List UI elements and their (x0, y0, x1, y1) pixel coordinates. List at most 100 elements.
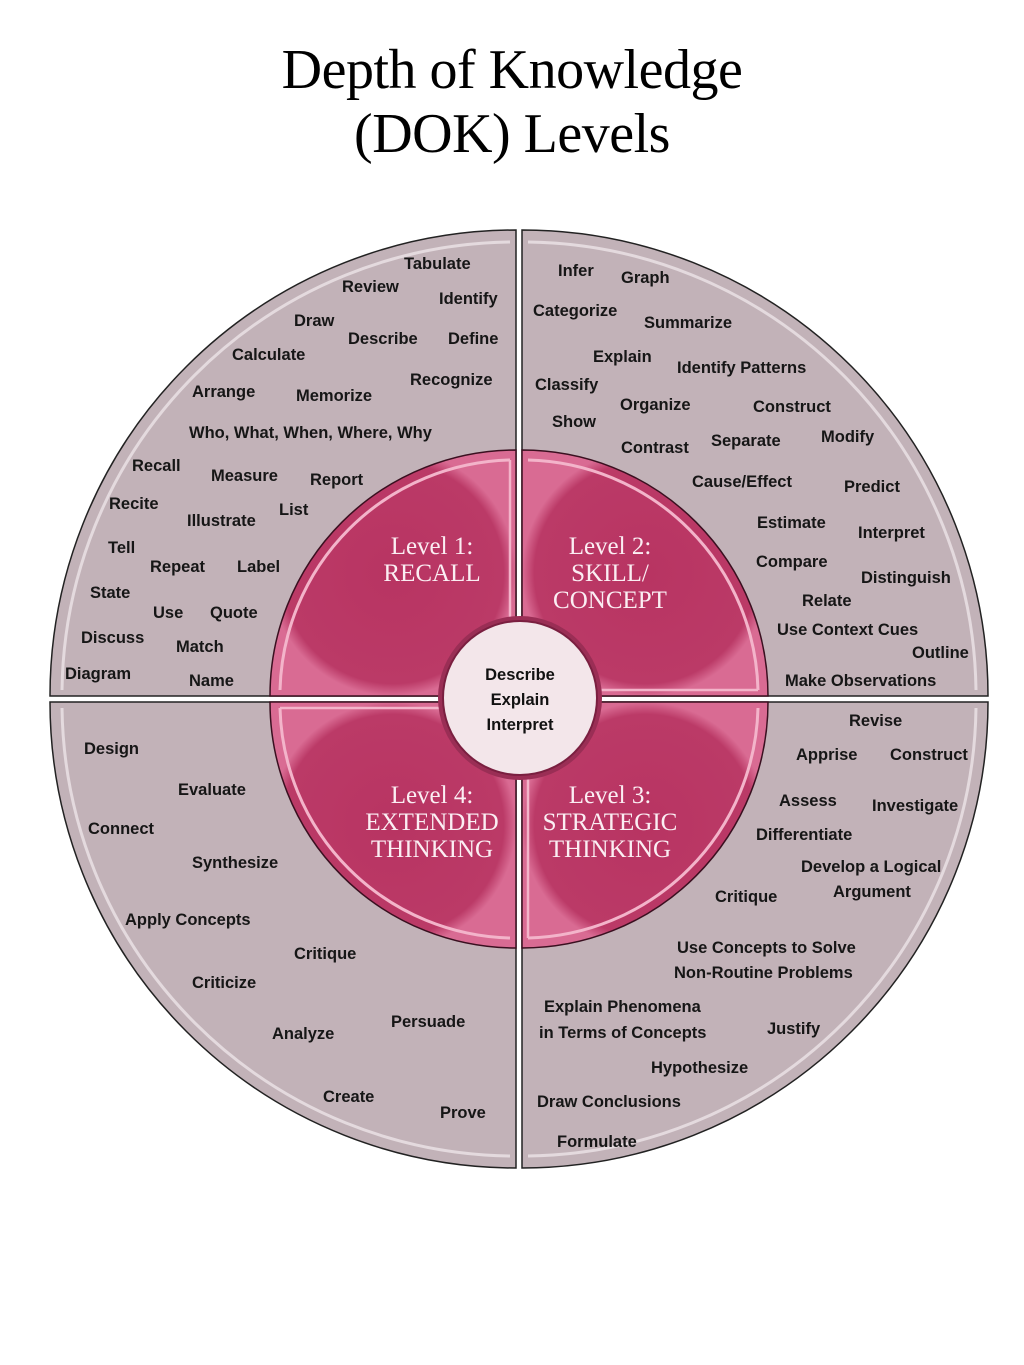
verb: Develop a Logical (801, 858, 941, 876)
level-3-label: Level 3: STRATEGIC THINKING (543, 782, 678, 863)
verb: Illustrate (187, 512, 256, 530)
verb: Identify (439, 290, 498, 308)
level-2-line-3: CONCEPT (553, 587, 667, 614)
hub-line-2: Explain (491, 691, 550, 709)
verb: Graph (621, 269, 670, 287)
verb: Contrast (621, 439, 689, 457)
level-3-line-1: Level 3: (569, 782, 652, 809)
verb: Recognize (410, 371, 493, 389)
level-3-line-2: STRATEGIC (543, 809, 678, 836)
verb: Define (448, 330, 498, 348)
verb: Formulate (557, 1133, 637, 1151)
verb: Describe (348, 330, 418, 348)
verb: Report (310, 471, 364, 489)
level-2-line-1: Level 2: (569, 533, 652, 560)
verb: Tell (108, 539, 135, 557)
verb: in Terms of Concepts (539, 1024, 706, 1042)
verb: Match (176, 638, 224, 656)
recall-verbs: Tabulate Review Identify Draw Describe D… (65, 255, 498, 690)
level-4-label: Level 4: EXTENDED THINKING (365, 782, 498, 863)
level-4-line-3: THINKING (371, 836, 493, 863)
level-4-line-2: EXTENDED (365, 809, 498, 836)
verb: Memorize (296, 387, 372, 405)
verb: Recall (132, 457, 181, 475)
verb: Infer (558, 262, 594, 280)
verb: Diagram (65, 665, 131, 683)
verb: Compare (756, 553, 828, 571)
verb: Interpret (858, 524, 925, 542)
verb: Assess (779, 792, 837, 810)
verb: Separate (711, 432, 781, 450)
verb: Repeat (150, 558, 206, 576)
verb: Measure (211, 467, 278, 485)
extended-thinking-verbs: Design Evaluate Connect Synthesize Apply… (84, 740, 486, 1122)
verb: Calculate (232, 346, 305, 364)
verb: Investigate (872, 797, 958, 815)
verb: Arrange (192, 383, 255, 401)
verb: Summarize (644, 314, 732, 332)
verb: Categorize (533, 302, 617, 320)
verb: Differentiate (756, 826, 852, 844)
level-3-segment[interactable] (521, 701, 769, 949)
verb: Make Observations (785, 672, 936, 690)
verb: Discuss (81, 629, 144, 647)
verb: Outline (912, 644, 969, 662)
verb: List (279, 501, 309, 519)
verb: Use Context Cues (777, 621, 918, 639)
verb: Recite (109, 495, 159, 513)
verb: Identify Patterns (677, 359, 806, 377)
level-2-segment[interactable] (521, 449, 769, 697)
verb: Label (237, 558, 280, 576)
hub-line-3: Interpret (487, 716, 554, 734)
verb: Revise (849, 712, 902, 730)
center-hub: Describe Explain Interpret (438, 616, 602, 780)
verb: Synthesize (192, 854, 278, 872)
verb: Evaluate (178, 781, 246, 799)
verb: Construct (753, 398, 831, 416)
verb: Cause/Effect (692, 473, 792, 491)
title-line-2: (DOK) Levels (354, 103, 670, 165)
verb: Review (342, 278, 399, 296)
verb: Connect (88, 820, 155, 838)
verb: Persuade (391, 1013, 465, 1031)
skill-concept-verbs: Infer Graph Categorize Summarize Explain… (533, 262, 969, 690)
hub-line-1: Describe (485, 666, 555, 684)
verb: Apprise (796, 746, 857, 764)
verb: Modify (821, 428, 875, 446)
inner-ring (269, 449, 769, 949)
verb: Distinguish (861, 569, 951, 587)
verb: State (90, 584, 130, 602)
verb: Create (323, 1088, 374, 1106)
verb: Draw (294, 312, 335, 330)
verb: Name (189, 672, 234, 690)
verb: Argument (833, 883, 911, 901)
verb: Explain Phenomena (544, 998, 702, 1016)
verb: Draw Conclusions (537, 1093, 681, 1111)
verb: Organize (620, 396, 691, 414)
verb: Apply Concepts (125, 911, 251, 929)
verb: Quote (210, 604, 258, 622)
verb: Show (552, 413, 596, 431)
level-4-segment[interactable] (269, 701, 517, 949)
verb: Predict (844, 478, 900, 496)
verb: Classify (535, 376, 599, 394)
level-1-segment[interactable] (269, 449, 517, 697)
level-1-line-2: RECALL (383, 560, 480, 587)
title-line-1: Depth of Knowledge (281, 39, 743, 101)
verb: Use (153, 604, 183, 622)
verb: Construct (890, 746, 968, 764)
verb: Design (84, 740, 139, 758)
verb: Non-Routine Problems (674, 964, 853, 982)
verb: Explain (593, 348, 652, 366)
verb: Justify (767, 1020, 821, 1038)
verb: Who, What, When, Where, Why (189, 424, 433, 442)
level-2-line-2: SKILL/ (571, 560, 649, 587)
page-title: Depth of Knowledge (DOK) Levels (0, 38, 1024, 166)
level-1-label: Level 1: RECALL (383, 533, 480, 587)
strategic-thinking-verbs: Revise Apprise Construct Assess Investig… (537, 712, 968, 1151)
level-3-line-3: THINKING (549, 836, 671, 863)
verb: Criticize (192, 974, 256, 992)
verb: Analyze (272, 1025, 334, 1043)
verb: Relate (802, 592, 852, 610)
